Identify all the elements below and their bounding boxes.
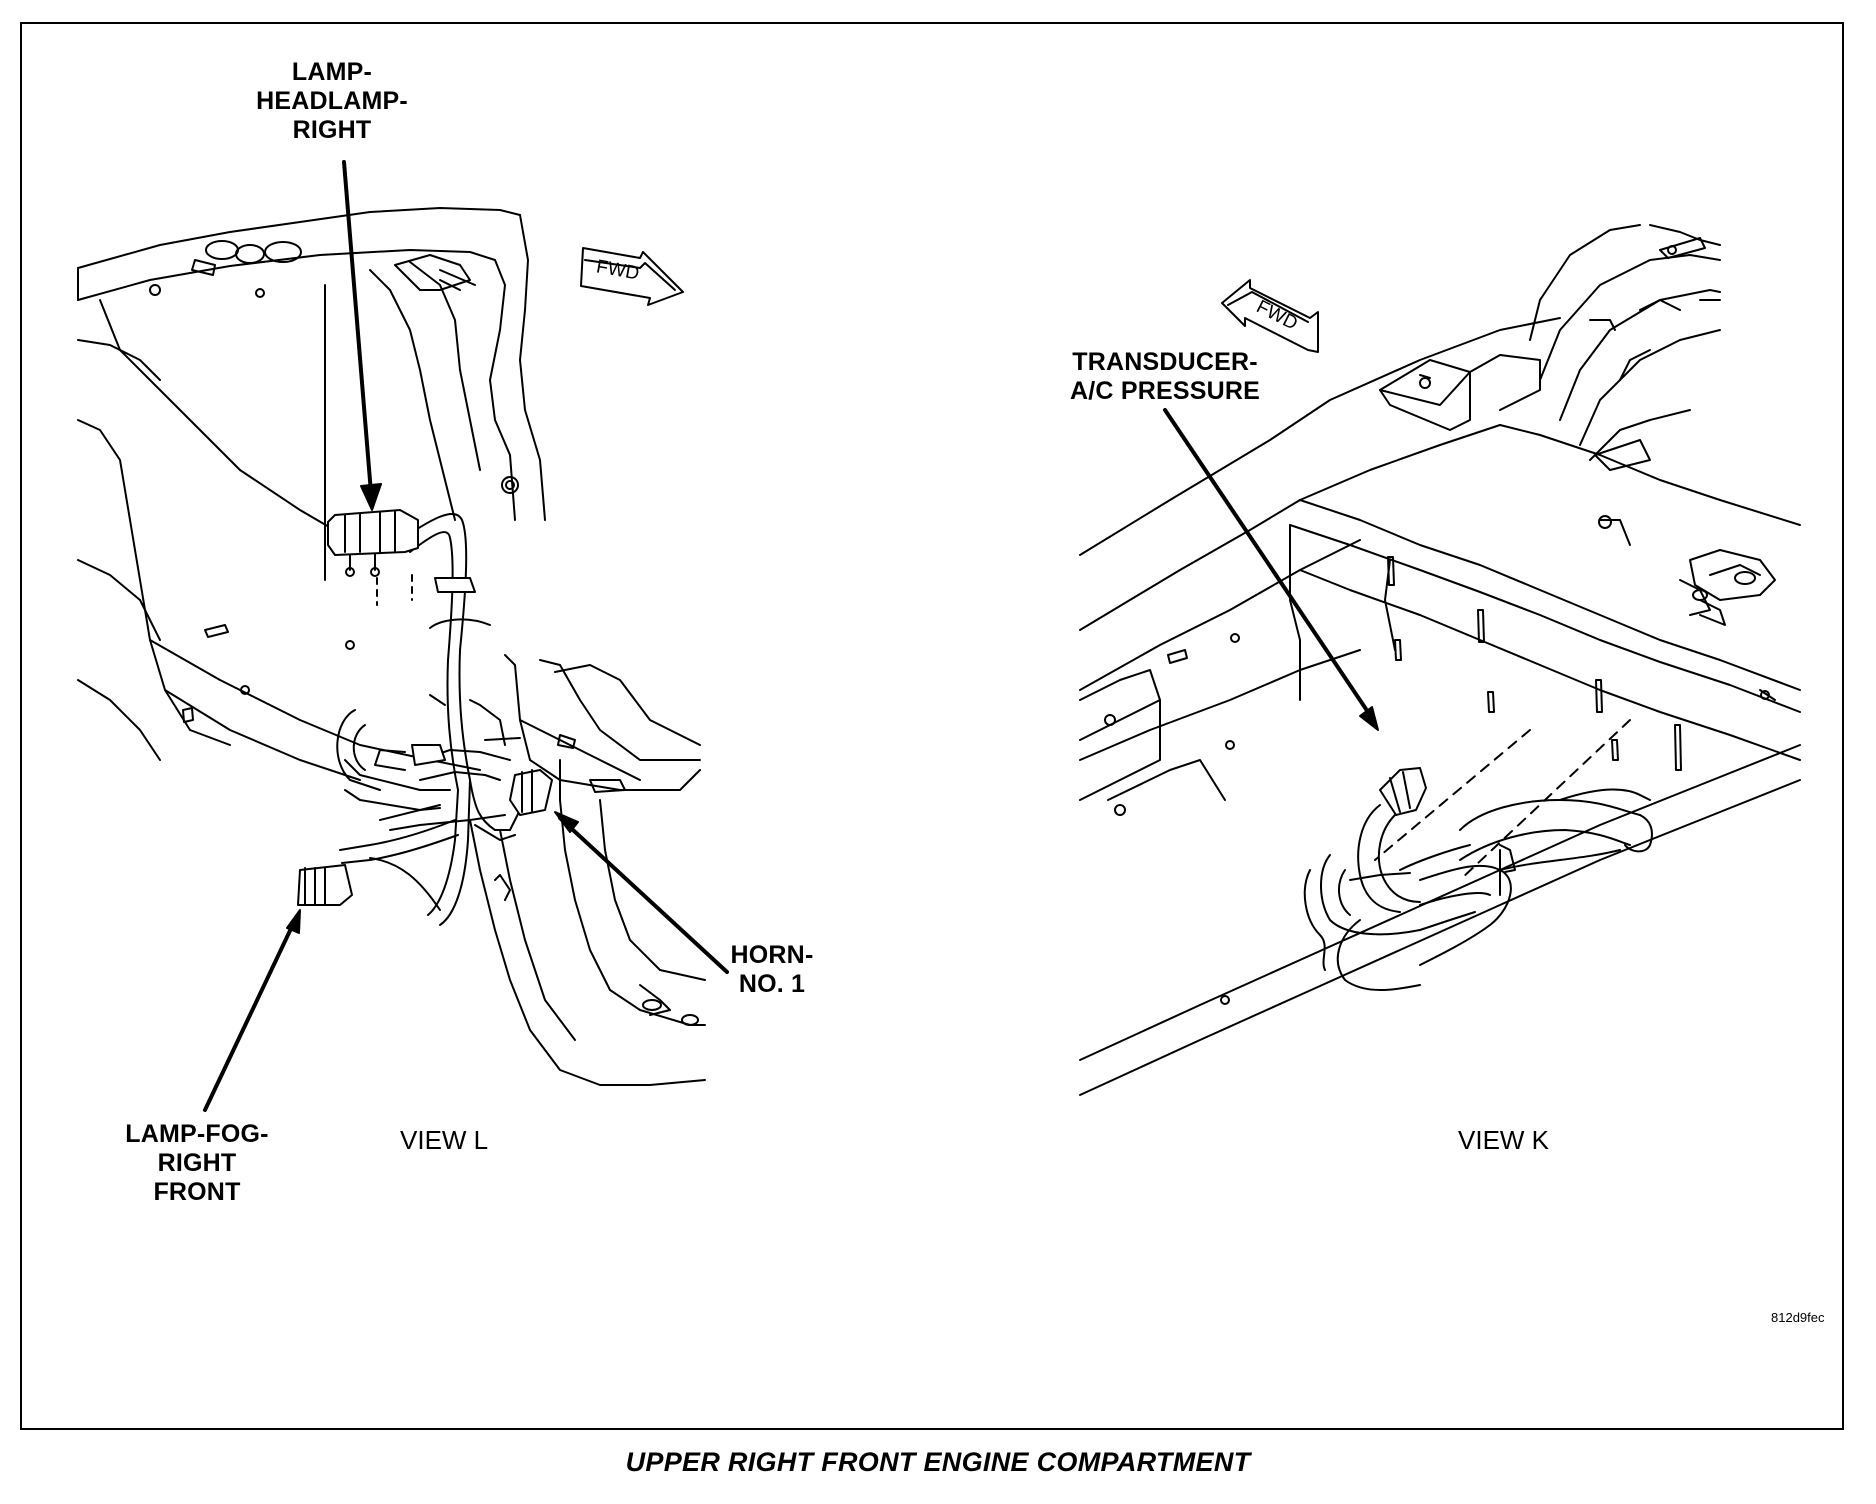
label-transducer-ac-pressure: TRANSDUCER- A/C PRESSURE xyxy=(1070,348,1260,405)
fwd-arrow-left xyxy=(580,247,684,306)
figure-caption: UPPER RIGHT FRONT ENGINE COMPARTMENT xyxy=(625,1447,1251,1477)
fwd-arrow-right xyxy=(1221,279,1319,353)
label-lamp-fog-right-front: LAMP-FOG- RIGHT FRONT xyxy=(125,1120,269,1206)
view-k-label: VIEW K xyxy=(1458,1125,1550,1155)
view-l-label: VIEW L xyxy=(400,1125,489,1155)
callout-arrow-right xyxy=(1163,408,1379,731)
view-k-structure xyxy=(1079,224,1801,1096)
view-l-structure xyxy=(77,207,706,1086)
diagram-frame xyxy=(20,22,1844,1430)
label-horn-no-1: HORN- NO. 1 xyxy=(730,941,814,998)
callout-arrows-left xyxy=(203,160,729,1112)
label-lamp-headlamp-right: LAMP- HEADLAMP- RIGHT xyxy=(256,58,408,144)
view-l-harness xyxy=(297,509,553,926)
view-k-harness xyxy=(1303,767,1653,991)
figure-code: 812d9fec xyxy=(1771,1310,1825,1325)
